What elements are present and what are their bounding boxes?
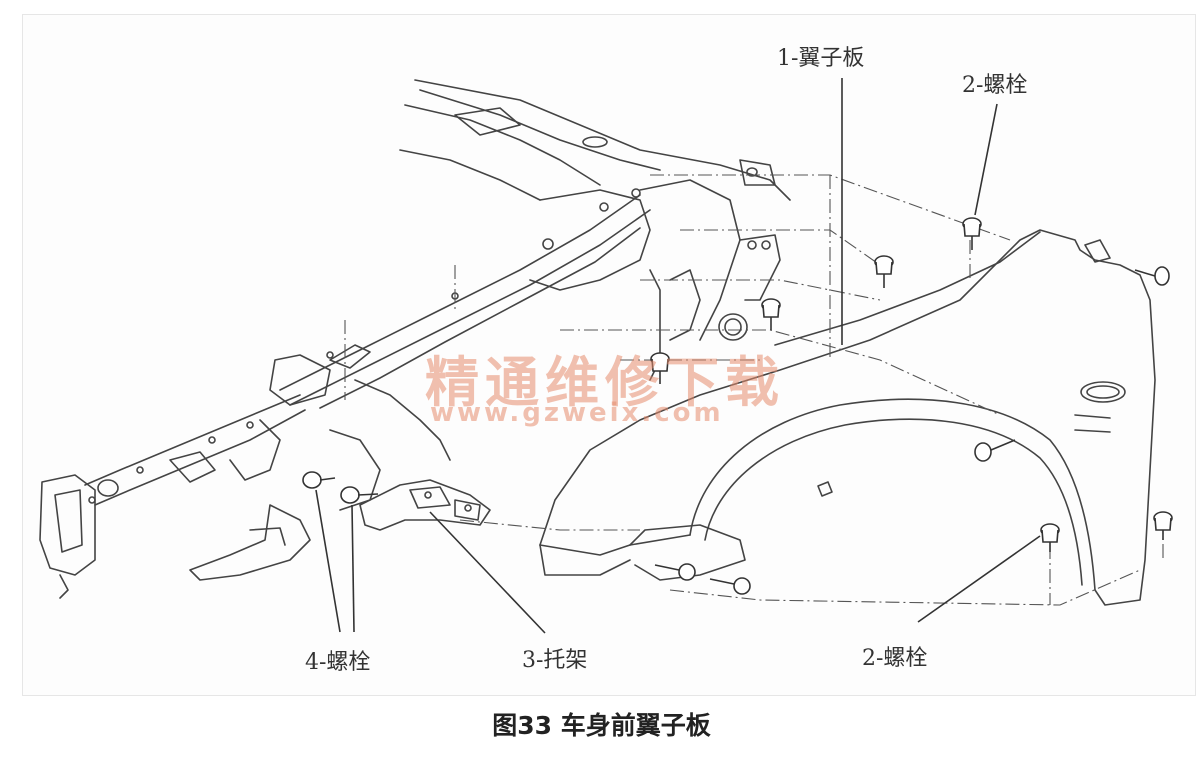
bolt-lower-front-2: [709, 577, 751, 595]
bolt-bottom-2: [1153, 511, 1173, 540]
label-bolt-bottom: 2-螺栓: [862, 646, 928, 671]
leader-bracket: [429, 511, 546, 634]
bolt-top-2: [874, 255, 894, 288]
fender-panel: [539, 229, 1156, 606]
bolt-side-right: [1134, 266, 1170, 286]
bolt-bracket-1: [302, 471, 336, 489]
lower-frame-rail: [39, 394, 306, 599]
watermark-url: www.gzweix.com: [430, 398, 724, 428]
bolt-top-4: [650, 352, 670, 384]
watermark-text: 精通维修下载: [425, 351, 785, 414]
label-bolt-left: 4-螺栓: [305, 650, 371, 675]
leader-bolt-bottom: [917, 535, 1041, 623]
bolt-lower-front-1: [654, 563, 696, 581]
bolt-top-3: [761, 298, 781, 330]
bracket-part: [359, 479, 491, 531]
leader-bolt-left-a: [315, 489, 341, 633]
label-bolt-top: 2-螺栓: [962, 73, 1028, 98]
leader-bolt-top: [974, 103, 998, 216]
lower-support: [189, 379, 451, 581]
shock-tower: [529, 179, 781, 381]
label-fender: 1-翼子板: [777, 46, 865, 71]
bolt-bottom-1: [1040, 523, 1060, 552]
bolt-bracket-2: [340, 486, 379, 504]
bolt-top-1: [962, 217, 982, 250]
leader-bolt-left-b: [351, 504, 355, 633]
label-bracket: 3-托架: [522, 648, 588, 673]
figure-caption: 图33 车身前翼子板: [492, 711, 711, 740]
upper-rail: [269, 188, 651, 409]
bolt-wheelarch: [974, 439, 1016, 462]
diagram-frame: [22, 14, 1196, 696]
cowl-structure: [399, 79, 791, 201]
